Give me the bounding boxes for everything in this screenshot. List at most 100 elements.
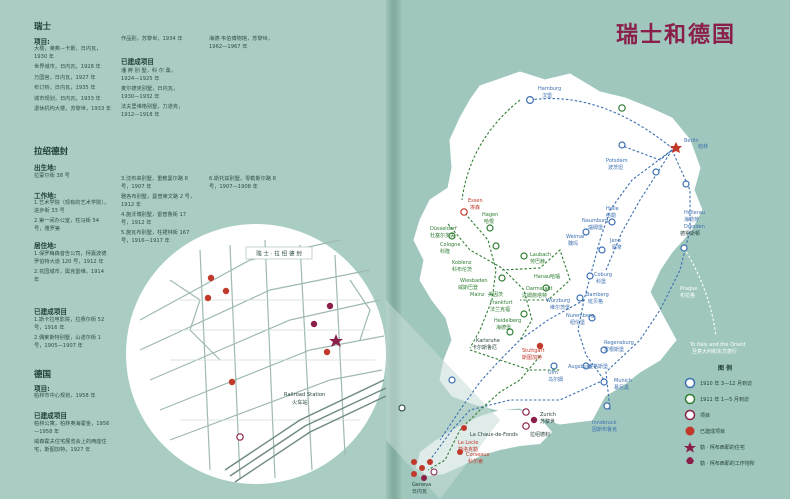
note-cn: 至意大利和东方旅行 [692,348,737,355]
legend-label: 1911 年 1—5 月到访 [700,396,749,403]
legend-workplace-icon [686,457,694,464]
city-label-cn: 法兰克福 [490,306,510,313]
city-label: Le Locle [458,440,478,446]
city-marker [520,310,528,318]
de-built-list: 柏林公寓，柏林奥海霍金，1956—1958 年 威森霍夫住宅展览会上的两座住宅，… [34,421,112,454]
legend-title: 图 例 [718,364,732,372]
city-marker [486,224,494,232]
residence-star-icon [329,334,343,347]
city-label-cn: 哈根 [484,218,494,225]
city-label: Wiesbaden [460,278,488,284]
city-label: Bamberg [586,292,609,298]
city-marker [680,244,688,252]
inset-markers [204,274,406,441]
sw-project-col3: 海德·韦伯博物馆，苏黎世，1962—1967 年 [209,36,273,50]
label-residence: 居住地: [34,242,57,250]
city-marker [618,141,626,149]
city-label-cn: 耶拿 [612,244,622,251]
city-label: Düsseldorf [430,226,457,232]
city-label-cn: 奥格斯堡 [588,363,608,370]
city-label-cn: 波茨坦 [608,164,623,171]
lcf-col2-item: 雅各布别墅，曼普莱文路 2 号，1912 年 [121,194,196,208]
city-label-cn: 科堡 [596,278,606,285]
city-label-cn: 柏林 [698,143,708,150]
city-label-cn: 哈瑙 [550,273,560,280]
work-item: 2.第一间办公室，柱马街 54 号，雅罗第 [34,218,100,232]
city-label-cn: 瑙姆堡 [588,224,603,231]
legend-label: 项目 [700,413,710,419]
city-marker [682,180,690,188]
city-label-cn: 班贝格 [588,298,603,305]
legend: 图 例 1910 年 3—12 月到访 1911 年 1—5 月到访 项目 已建… [683,364,755,467]
lcf-col2-item: 4.施沃博别墅，雷普鲁街 17 号，1912 年 [121,212,187,226]
city-label: Corseaux [466,452,490,458]
legend-1910-icon [684,377,696,389]
legend-residence-star-icon [683,442,696,453]
city-marker [448,232,456,240]
route-lines [427,97,717,471]
inset-map: 瑞 士 · 拉 绍 德 封 Railroad Station 火车站 [126,224,500,499]
germany-outline [413,71,703,425]
city-label: Halle [606,206,619,212]
project-icon [522,422,530,430]
city-marker [598,246,606,254]
built-project-icon [457,449,463,455]
label-lcf-built: 已建成项目 [34,308,67,316]
city-marker [603,402,611,410]
built-project-icon [207,274,215,282]
city-label: Essen [468,198,483,204]
workplace-icon [310,320,318,328]
de-project: 柏林市中心规划，1958 年 [34,393,96,399]
heading-germany: 德国 [34,370,52,380]
station-label: Railroad Station [284,392,325,398]
lcf-built-item: 2.偶莱斯特别墅，山诺尔街 1 号，1905—1907 年 [34,335,101,349]
city-marker [498,274,506,282]
city-label: Prague [680,286,697,292]
city-label-cn: 乌尔姆 [548,376,563,383]
city-label: Coburg [594,272,612,278]
label-de-built: 已建成项目 [34,412,67,420]
work-item: 1.艺术学院（现有的艺术学院），进步街 33 号 [34,200,109,214]
city-label: Hellerau [684,210,705,216]
lcf-col2-item: 3.沈布来别墅，重教曼尔路 8 号，1907 年 [121,176,188,190]
city-label: Geneva [412,482,431,488]
inset-pointer [386,300,500,499]
city-label-cn: 纽伦堡 [570,319,585,326]
city-label-cn: 汉堡 [542,92,552,99]
city-label-cn: 美因茨 [488,291,503,298]
sw-project-col2: 作品别，苏黎世，1934 年 [121,36,183,42]
city-label: Karlsruhe [476,338,500,344]
city-label: Innsbruck [592,420,617,426]
city-label: Potsdam [606,158,628,164]
city-marker [588,314,596,322]
sw-project-item: 大楼，莱弗－卡斯，日内瓦，1930 年 [34,46,102,60]
legend-label: 已建成项目 [700,428,725,435]
city-marker [506,328,514,336]
heading-lcf: 拉绍德封 [34,147,69,157]
city-label: Würzburg [546,298,570,304]
city-label: Cologne [440,242,460,248]
inset-label-box [245,246,313,260]
city-marker [448,376,456,384]
built-project-icon [323,348,331,356]
city-label-cn: 达姆施塔特 [522,292,547,299]
city-label-cn: 劳巴赫 [530,258,545,265]
lcf-built-list: 1.斯卡拉电影院，拉赛尔街 52 号，1916 年 2.偶莱斯特别墅，山诺尔街 … [34,317,110,350]
city-label: Hagen [482,212,498,218]
residence-item: 2.花园城市，属克雷维，1914 年 [34,269,105,283]
city-label-cn: 拉绍德封 [530,431,550,438]
city-marker [582,228,590,236]
city-label: Zurich [540,412,556,418]
city-label: Koblenz [452,260,472,266]
city-label: Dresden [684,224,705,230]
city-label: Naumburg [582,218,608,224]
workplace-icon [530,416,538,424]
de-built-item: 威森霍夫住宅展览会上的两座住宅，斯图加特，1927 年 [34,439,107,453]
label-work: 工作地: [34,192,57,200]
city-label-cn: 布拉格 [680,292,695,299]
city-marker [618,104,626,112]
city-marker [608,218,616,226]
city-label: Hamburg [538,86,561,92]
project-icon [236,433,244,441]
legend-built-icon [685,426,695,436]
